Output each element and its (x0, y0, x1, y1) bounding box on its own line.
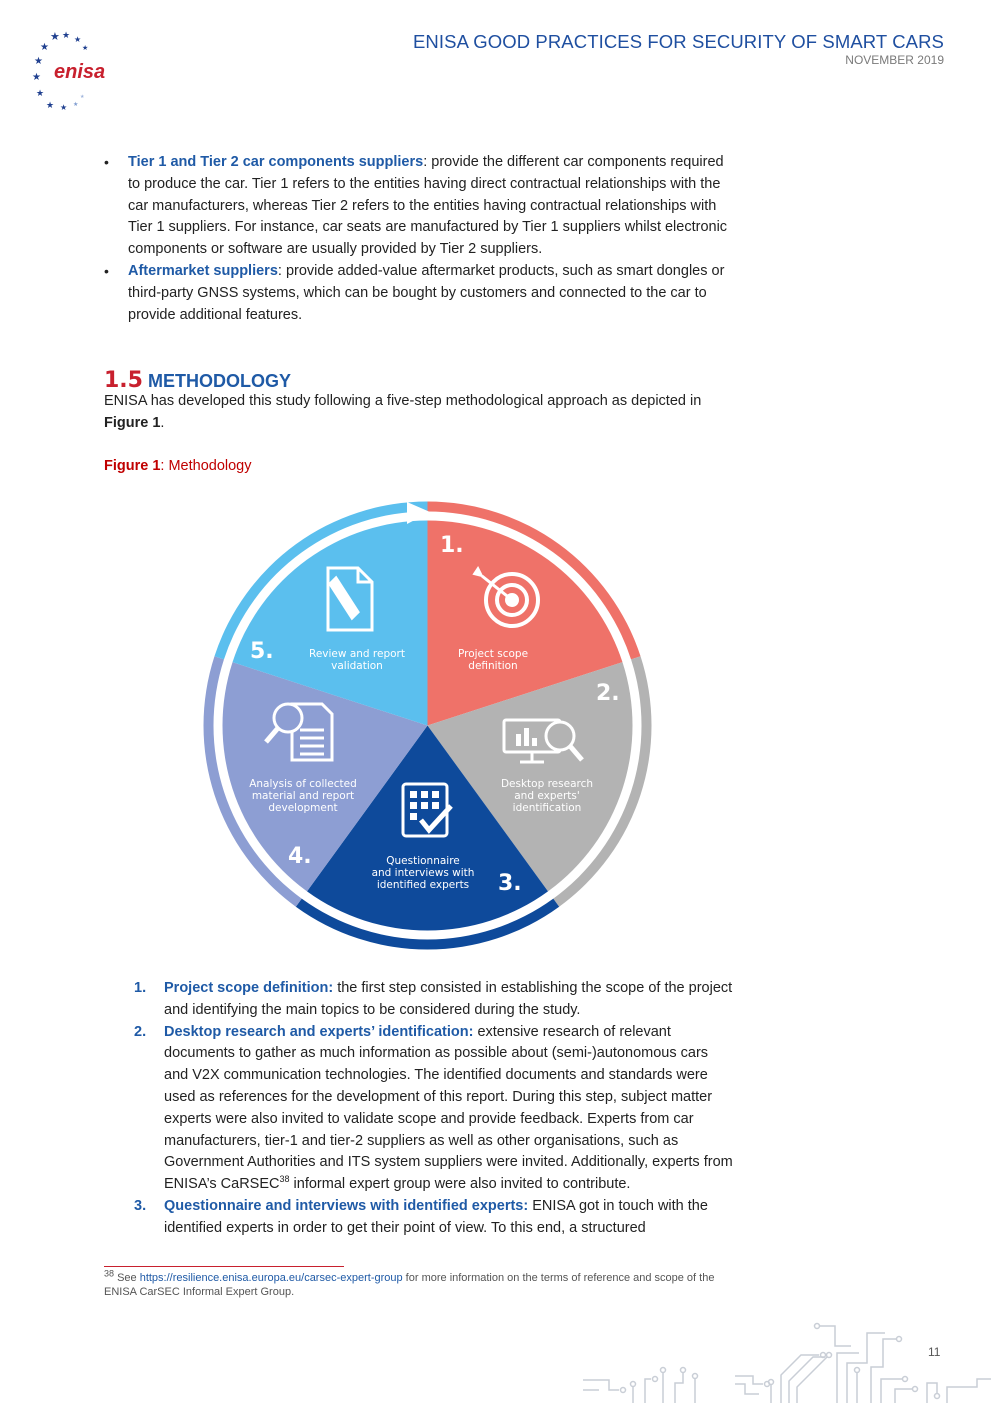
segment-2-label: identification (513, 802, 582, 814)
logo-star: ★ (62, 30, 70, 40)
segment-1-number: 1. (440, 533, 464, 558)
footnote-mark: 38 (104, 1268, 115, 1279)
segment-1-label: Project scope (458, 648, 528, 660)
section-intro: ENISA has developed this study following… (104, 391, 734, 435)
step-term: Desktop research and experts’ identifica… (164, 1023, 474, 1040)
list-item: 3. Questionnaire and interviews with iden… (134, 1196, 734, 1240)
step-text: informal expert group were also invited … (289, 1176, 631, 1193)
segment-2-label: and experts' (514, 790, 580, 802)
footnote-suffix: for more information on the terms of ref… (104, 1272, 715, 1298)
document-edit-icon (326, 566, 374, 632)
outer-ring (203, 501, 652, 950)
step-number: 2. (134, 1023, 147, 1040)
list-item: Aftermarket suppliers: provide added-val… (104, 261, 732, 326)
methodology-wheel: .lbl { font-family:"DejaVu Sans", sans-s… (203, 501, 652, 950)
segment-3-label: and interviews with (372, 867, 475, 879)
section-number: 1.5 (104, 368, 143, 393)
list-item: Tier 1 and Tier 2 car components supplie… (104, 152, 732, 261)
logo-star: ★ (60, 103, 67, 112)
segment-3-number: 3. (498, 871, 522, 896)
footnote-prefix: See (114, 1272, 140, 1284)
intro-end: . (160, 414, 165, 431)
enisa-logo: ★ ★ ★ ★ ★ ★ ★ ★ ★ ★ ★ ★ enisa (32, 30, 105, 112)
checklist-icon (401, 782, 453, 838)
intro-text: ENISA has developed this study following… (104, 393, 702, 409)
header-title: ENISA GOOD PRACTICES FOR SECURITY OF SMA… (412, 31, 944, 52)
logo-star: ★ (74, 35, 81, 44)
wedge-segment-5 (232, 520, 428, 726)
figure-caption: Figure 1: Methodology (104, 458, 252, 474)
analysis-icon (264, 702, 334, 762)
section-heading: 1.5 METHODOLOGY (104, 368, 291, 393)
segment-2-number: 2. (596, 681, 620, 706)
ring-segment-2 (553, 656, 652, 907)
footnote-link[interactable]: https://resilience.enisa.europa.eu/carse… (139, 1272, 403, 1284)
step-text: the first step consisted in establishing… (164, 980, 733, 1018)
step-number: 3. (134, 1197, 147, 1214)
footnote-divider (104, 1266, 344, 1267)
bullet-term: Aftermarket suppliers (128, 262, 278, 279)
segment-4-number: 4. (288, 844, 312, 869)
segment-4-label: development (268, 802, 337, 814)
segment-2-label: Desktop research (501, 778, 593, 790)
bullet-text: : provide added-value aftermarket produc… (128, 262, 725, 323)
logo-star: ★ (34, 56, 43, 67)
step-term: Questionnaire and interviews with identi… (164, 1197, 529, 1214)
ring-segment-4 (203, 656, 302, 907)
segment-4-label: material and report (252, 790, 354, 802)
footnote: 38 See https://resilience.enisa.europa.e… (104, 1269, 734, 1299)
footnote-reference[interactable]: 38 (279, 1174, 290, 1185)
circuit-decoration (583, 1322, 991, 1403)
figure-label: Figure 1 (104, 458, 161, 474)
list-item: 1. Project scope definition: the first st… (134, 978, 734, 1022)
segment-1-label: definition (468, 660, 517, 672)
segment-5-label: Review and report (309, 648, 405, 660)
figure-caption-text: : Methodology (160, 458, 252, 474)
supplier-bullet-list: Tier 1 and Tier 2 car components supplie… (104, 152, 732, 326)
logo-star: ★ (80, 94, 85, 100)
figure-reference[interactable]: Figure 1 (104, 414, 161, 431)
logo-wordmark: enisa (54, 61, 105, 83)
page-number: 11 (928, 1345, 941, 1359)
bullet-text: : provide the different car components r… (128, 154, 728, 258)
list-item: 2. Desktop research and experts’ identifi… (134, 1022, 734, 1196)
segment-5-number: 5. (250, 639, 274, 664)
logo-star: ★ (50, 31, 60, 43)
segment-3-label: identified experts (377, 879, 469, 891)
segment-3-label: Questionnaire (386, 855, 460, 867)
logo-star: ★ (73, 101, 78, 108)
research-icon (502, 718, 584, 764)
step-number: 1. (134, 980, 147, 996)
segment-4-label: Analysis of collected (249, 778, 357, 790)
segment-5-label: validation (331, 660, 383, 672)
step-term: Project scope definition: (164, 980, 334, 996)
ring-gap (215, 513, 640, 938)
logo-star: ★ (36, 88, 44, 98)
step-text: extensive research of relevant documents… (164, 1023, 733, 1193)
wedge-segment-2 (427, 662, 633, 892)
logo-star: ★ (82, 44, 88, 52)
logo-star: ★ (32, 72, 41, 83)
cycle-arrow-head (407, 502, 430, 524)
target-icon (472, 566, 540, 628)
header-date: NOVEMBER 2019 (845, 53, 944, 67)
logo-star: ★ (46, 100, 54, 110)
step-text: ENISA got in touch with the identified e… (164, 1197, 708, 1236)
ring-segment-5 (214, 501, 428, 660)
bullet-term: Tier 1 and Tier 2 car components supplie… (128, 154, 424, 170)
logo-star: ★ (40, 42, 49, 53)
methodology-steps: 1. Project scope definition: the first st… (134, 978, 734, 1240)
section-title: METHODOLOGY (148, 371, 291, 391)
ring-segment-1 (427, 501, 641, 660)
ring-segment-3 (295, 898, 560, 950)
